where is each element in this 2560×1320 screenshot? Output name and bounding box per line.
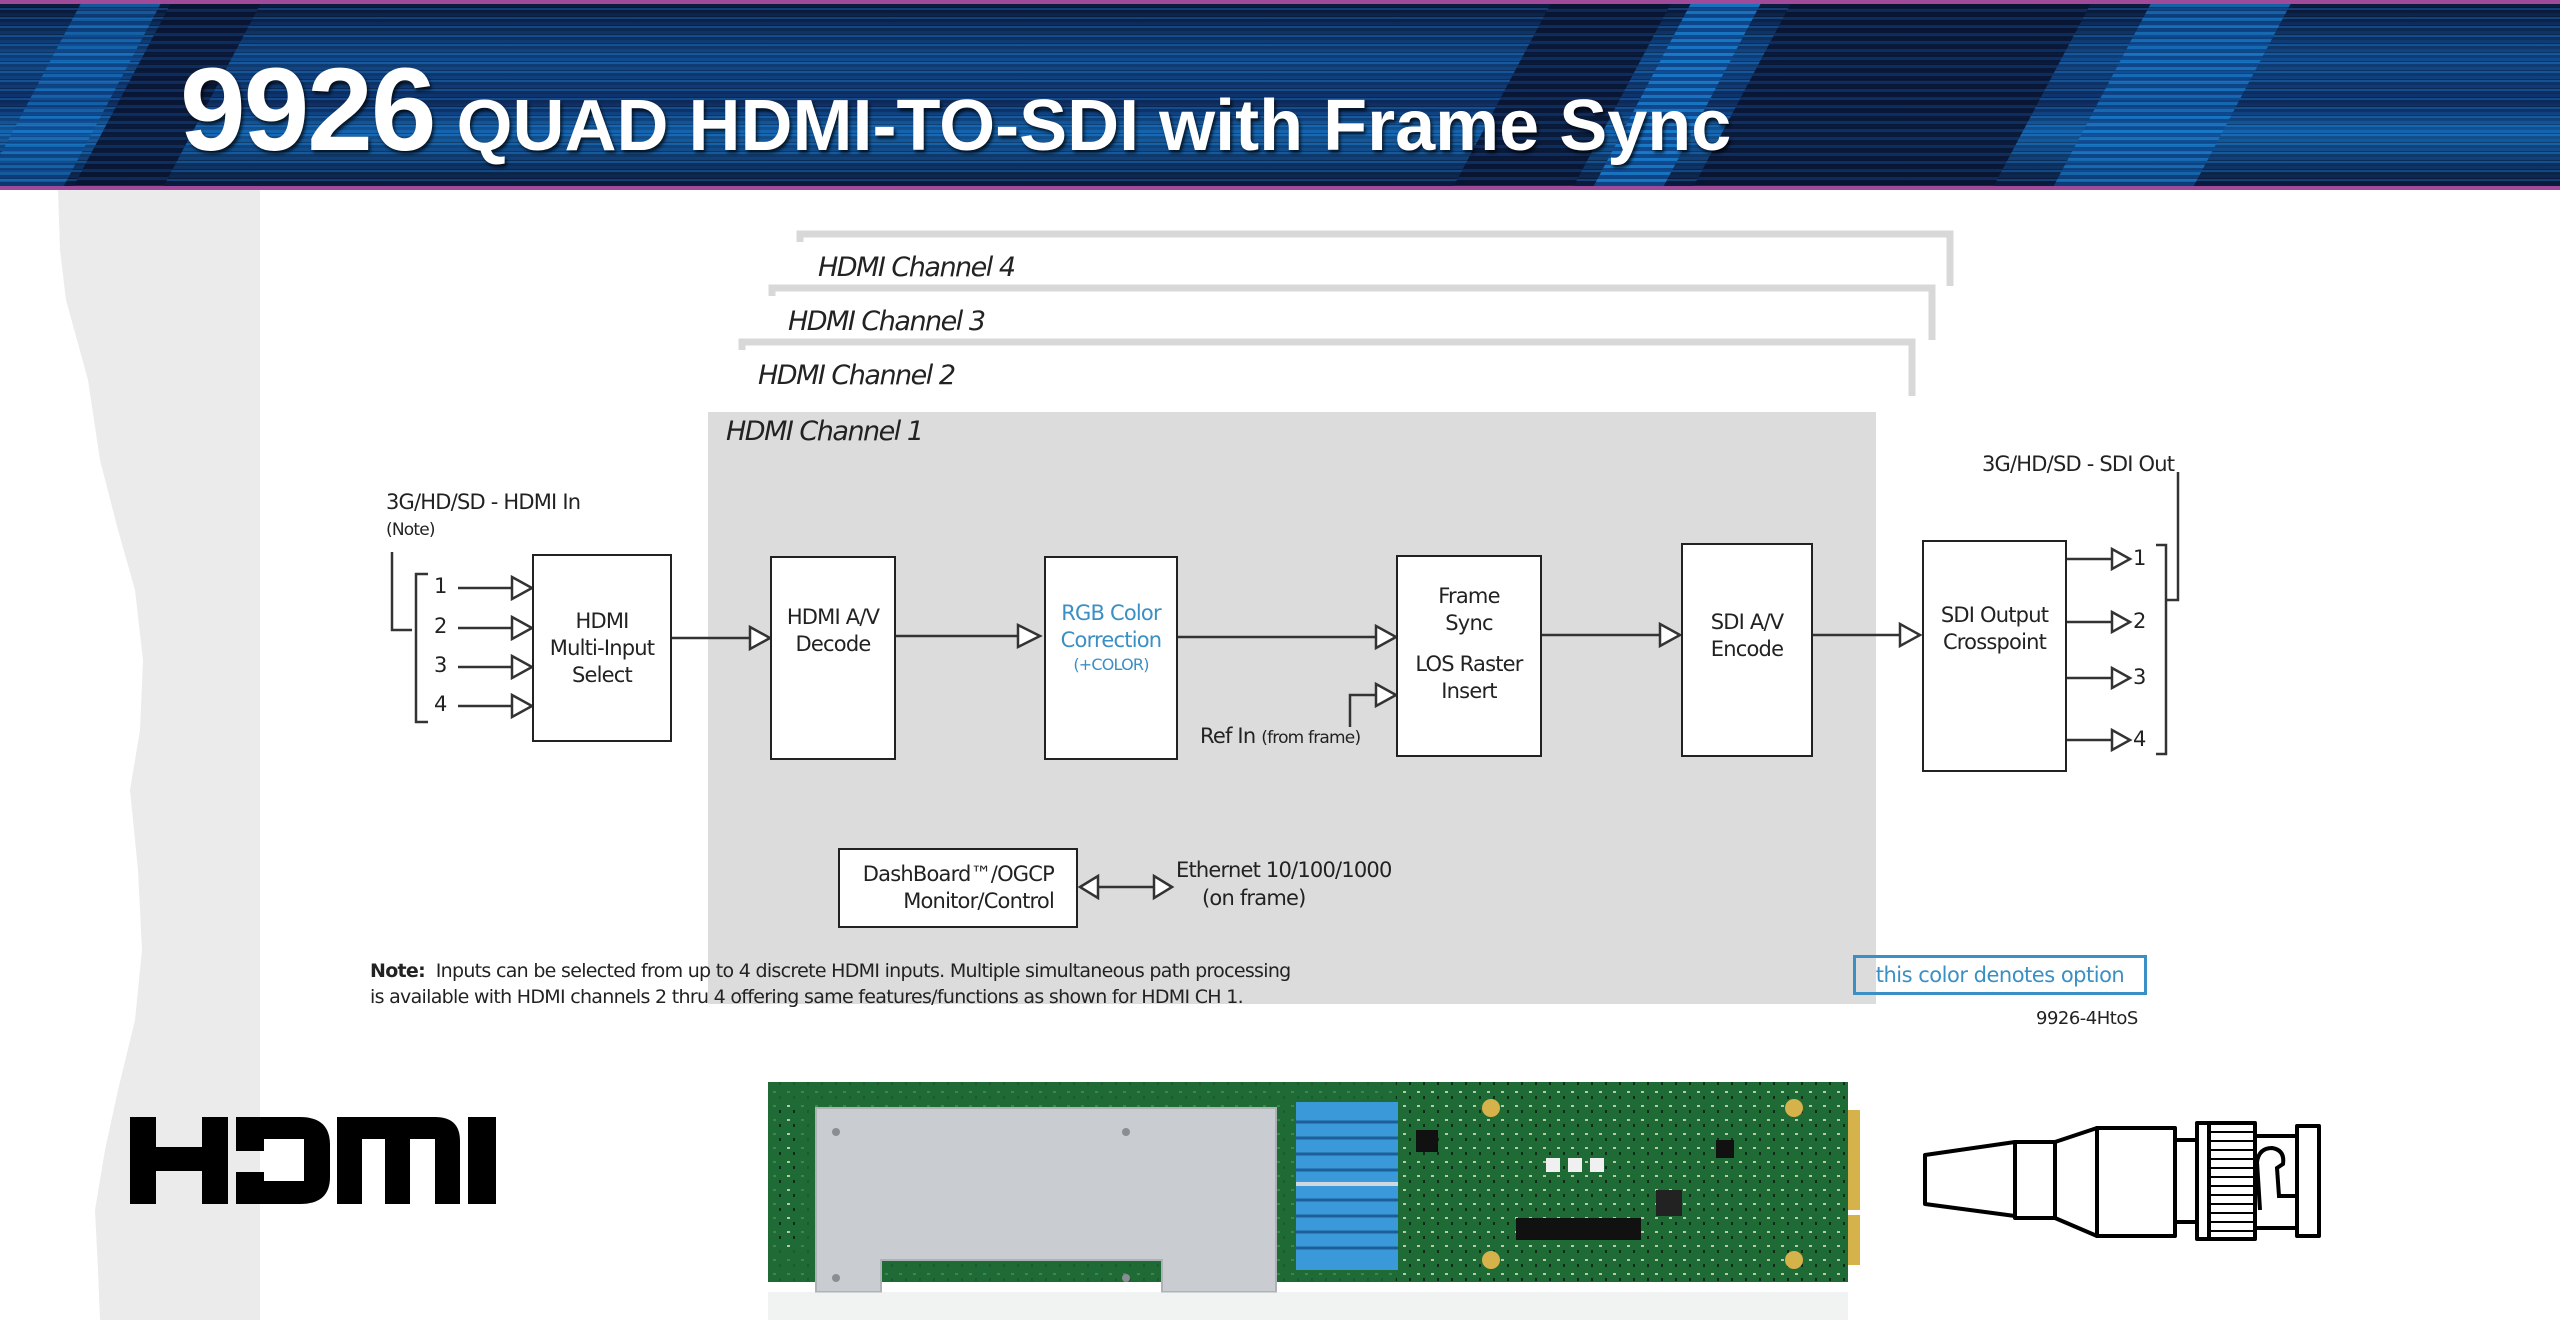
channel-3-label: HDMI Channel 3 [788, 306, 986, 337]
title-text: QUAD HDMI-TO-SDI with Frame Sync [456, 86, 1732, 166]
block-crosspoint: SDI Output Crosspoint [1922, 540, 2067, 772]
block-text: Multi-Input [549, 635, 655, 660]
block-text-option: (+COLOR) [1073, 655, 1149, 674]
option-legend: this color denotes option [1853, 955, 2147, 995]
output-port-3: 3 [2133, 665, 2146, 689]
arrow-in-1 [510, 574, 535, 602]
ref-in-label: Ref In (from frame) [1200, 724, 1361, 748]
channel-2-label: HDMI Channel 2 [758, 360, 956, 391]
footnote-line-1: Note: Inputs can be selected from up to … [370, 958, 1291, 984]
block-text: SDI Output [1940, 603, 2049, 627]
arrow-out-1 [2110, 546, 2133, 572]
block-text: HDMI [575, 608, 629, 633]
channel-4-label: HDMI Channel 4 [818, 252, 1016, 283]
input-title: 3G/HD/SD - HDMI In [386, 490, 581, 514]
input-port-1: 1 [434, 574, 447, 598]
banner-stripe [1689, 4, 2091, 186]
channel-4-bracket [796, 230, 1954, 286]
channel-3-bracket [768, 284, 1936, 340]
input-note: (Note) [386, 520, 436, 540]
input-port-4: 4 [434, 692, 447, 716]
arrow-out-3 [2110, 665, 2133, 691]
block-text: Crosspoint [1942, 630, 2047, 654]
block-text: Frame [1438, 584, 1500, 608]
output-port-2: 2 [2133, 609, 2146, 633]
arrow-eth-right [1152, 873, 1175, 901]
note-text-1: Inputs can be selected from up to 4 disc… [435, 960, 1292, 982]
block-diagram: HDMI Channel 4 HDMI Channel 3 HDMI Chann… [0, 190, 2300, 1320]
block-text: SDI A/V [1710, 610, 1784, 634]
block-text: Sync [1445, 611, 1493, 635]
channel-2-bracket [738, 338, 1916, 396]
output-title: 3G/HD/SD - SDI Out [1982, 452, 2175, 476]
arrow-in-2 [510, 614, 535, 642]
part-number: 9926-4HtoS [2036, 1008, 2138, 1029]
input-port-3: 3 [434, 653, 447, 677]
block-text: RGB Color [1061, 601, 1161, 625]
block-text: DashBoard™/OGCP [862, 862, 1055, 886]
input-bracket-lead [390, 552, 412, 632]
block-text: HDMI A/V [786, 605, 880, 629]
ref-in-sub: (from frame) [1261, 728, 1361, 748]
input-port-2: 2 [434, 614, 447, 638]
arrow-encode [1658, 621, 1683, 649]
block-text: LOS Raster [1415, 652, 1523, 676]
arrowheads [510, 546, 2133, 901]
arrow-in-4 [510, 692, 535, 720]
footnote: Note: Inputs can be selected from up to … [370, 958, 1291, 1010]
arrow-crosspoint [1898, 621, 1923, 649]
torn-paper-edge [58, 190, 260, 1320]
output-bracket [2156, 543, 2168, 756]
block-text: Correction [1060, 628, 1162, 652]
ethernet-label: Ethernet 10/100/1000 [1176, 858, 1392, 882]
block-text: Encode [1710, 637, 1784, 661]
block-dashboard: DashBoard™/OGCP Monitor/Control [838, 848, 1078, 928]
block-text: Insert [1441, 679, 1497, 703]
arrow-refin [1374, 681, 1399, 709]
input-bracket [414, 572, 428, 724]
block-text: Decode [795, 632, 872, 656]
block-text: Select [572, 662, 633, 687]
arrow-framesync [1374, 623, 1399, 651]
ref-in-text: Ref In [1200, 724, 1256, 748]
card-photo-icon [768, 1082, 1860, 1320]
output-bracket-lead [2166, 472, 2180, 602]
block-text: Monitor/Control [903, 889, 1055, 913]
arrow-color [1016, 622, 1043, 650]
block-frame-sync: Frame Sync LOS Raster Insert [1396, 555, 1542, 757]
banner-stripe [2049, 4, 2291, 186]
arrow-decode [748, 624, 773, 652]
block-encode: SDI A/V Encode [1681, 543, 1813, 757]
arrow-eth-left [1077, 873, 1100, 901]
output-port-4: 4 [2133, 727, 2146, 751]
model-number: 9926 [180, 44, 437, 176]
arrow-in-3 [510, 653, 535, 681]
note-label: Note: [370, 960, 426, 982]
hdmi-logo-icon [130, 1117, 496, 1204]
block-color-correction: RGB Color Correction (+COLOR) [1044, 556, 1178, 760]
block-input-select: HDMI Multi-Input Select [532, 554, 672, 742]
bnc-connector-icon [1923, 1121, 2321, 1241]
output-port-1: 1 [2133, 546, 2146, 570]
ethernet-sub: (on frame) [1202, 886, 1306, 910]
arrow-out-4 [2110, 727, 2133, 753]
arrow-out-2 [2110, 609, 2133, 635]
footnote-line-2: is available with HDMI channels 2 thru 4… [370, 986, 1244, 1008]
channel-1-label: HDMI Channel 1 [726, 416, 924, 447]
block-decode: HDMI A/V Decode [770, 556, 896, 760]
